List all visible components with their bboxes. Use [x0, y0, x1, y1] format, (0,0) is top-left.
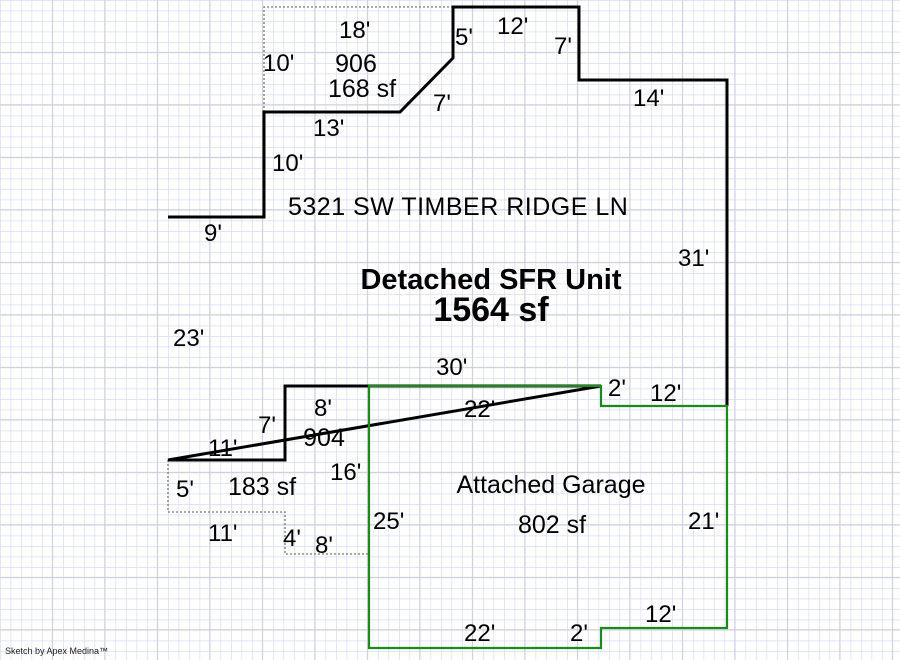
dimension-label: 12': [497, 13, 528, 40]
dimension-label: 4': [283, 525, 301, 552]
dimension-label: 9': [204, 220, 222, 247]
area-906-code: 906: [335, 50, 377, 78]
dimension-label: 7': [258, 412, 276, 439]
sketch-credit: Sketch by Apex Medina™: [5, 646, 109, 656]
dimension-label: 8': [315, 532, 333, 559]
dimension-label: 14': [633, 85, 664, 112]
dimension-label: 5': [176, 476, 194, 503]
dimension-label: 30': [436, 354, 467, 381]
dimension-label: 18': [339, 17, 370, 44]
area-904-size: 183 sf: [228, 473, 296, 501]
dimension-label: 11': [208, 435, 238, 462]
main-area-name: Detached SFR Unit: [360, 264, 621, 296]
garage-area-size: 802 sf: [518, 511, 586, 539]
dimension-label: 23': [173, 325, 204, 352]
dimension-label: 10': [263, 50, 294, 77]
dimension-label: 2': [608, 375, 626, 402]
dimension-label: 10': [272, 150, 303, 177]
area-904-outline: [167, 460, 369, 555]
garage-area-name: Attached Garage: [456, 471, 645, 499]
dimension-label: 16': [330, 459, 361, 486]
dimension-label: 8': [314, 395, 332, 422]
dimension-label: 11': [208, 520, 238, 547]
dimension-label: 22': [464, 396, 495, 423]
area-904-code: 904: [303, 424, 345, 452]
garage-outline: [367, 384, 729, 650]
dimension-label: 12': [645, 601, 676, 628]
area-906-outline: [263, 6, 453, 112]
dimension-label: 12': [650, 380, 681, 407]
dimension-label: 7': [554, 33, 572, 60]
dimension-label: 25': [373, 508, 404, 535]
dimension-label: 31': [678, 245, 709, 272]
dimension-label: 7': [433, 90, 451, 117]
dimension-label: 21': [688, 508, 719, 535]
dimension-label: 5': [455, 24, 473, 51]
dimension-label: 2': [570, 620, 588, 647]
main-area-size: 1564 sf: [433, 291, 549, 329]
dimension-label: 22': [464, 620, 495, 647]
dimension-label: 13': [313, 115, 344, 142]
address-label: 5321 SW TIMBER RIDGE LN: [288, 193, 628, 221]
area-906-size: 168 sf: [328, 75, 396, 103]
